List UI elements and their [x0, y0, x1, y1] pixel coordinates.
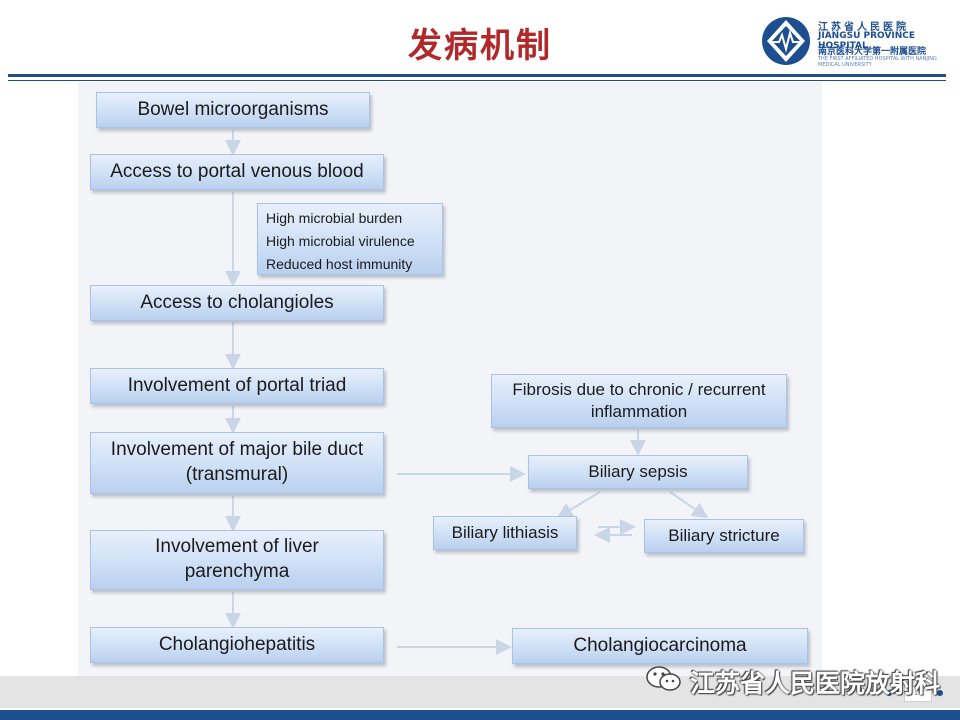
footer-bar	[0, 710, 960, 720]
header-rule-thin	[8, 80, 946, 81]
slide-title: 发病机制	[408, 26, 552, 66]
flow-box-major-bile-duct: Involvement of major bile duct (transmur…	[90, 432, 384, 494]
flow-box-portal-venous-blood: Access to portal venous blood	[90, 154, 384, 190]
flow-box-biliary-sepsis: Biliary sepsis	[528, 455, 748, 489]
header-rule	[8, 74, 946, 77]
flow-box-biliary-lithiasis: Biliary lithiasis	[433, 516, 577, 550]
flow-box-cholangiohepatitis: Cholangiohepatitis	[90, 627, 384, 663]
logo-affiliation-en: THE FIRST AFFILIATED HOSPITAL WITH NANJI…	[818, 56, 937, 68]
flow-box-liver-parenchyma: Involvement of liver parenchyma	[90, 530, 384, 590]
page-number: 15	[904, 686, 932, 702]
flow-box-cholangiocarcinoma: Cholangiocarcinoma	[512, 628, 808, 664]
flow-box-fibrosis: Fibrosis due to chronic / recurrent infl…	[491, 374, 787, 428]
logo-name-cn: 江苏省人民医院	[818, 22, 909, 33]
flow-box-bowel-microorganisms: Bowel microorganisms	[96, 92, 370, 128]
logo-name-en: JIANGSU PROVINCE HOSPITAL	[818, 31, 916, 51]
footer-dot-left	[886, 690, 892, 696]
wechat-icon	[646, 666, 681, 691]
factor-microbial-virulence: High microbial virulence	[266, 233, 415, 249]
risk-factors-box: High microbial burden High microbial vir…	[257, 203, 443, 275]
factor-microbial-burden: High microbial burden	[266, 210, 403, 226]
flow-box-biliary-stricture: Biliary stricture	[644, 519, 804, 553]
footer-dot-right	[937, 690, 943, 696]
watermark-text: 江苏省人民医院放射科	[690, 669, 941, 698]
logo-affiliation: 南京医科大学第一附属医院	[818, 47, 927, 57]
arrow-sepsis-to-lithiasis	[556, 491, 601, 519]
factor-host-immunity: Reduced host immunity	[266, 256, 413, 272]
footer-band	[0, 676, 960, 708]
flow-box-portal-triad: Involvement of portal triad	[90, 368, 384, 404]
flow-box-cholangioles: Access to cholangioles	[90, 285, 384, 321]
arrow-sepsis-to-stricture	[669, 491, 709, 519]
hospital-logo-icon	[762, 17, 810, 65]
